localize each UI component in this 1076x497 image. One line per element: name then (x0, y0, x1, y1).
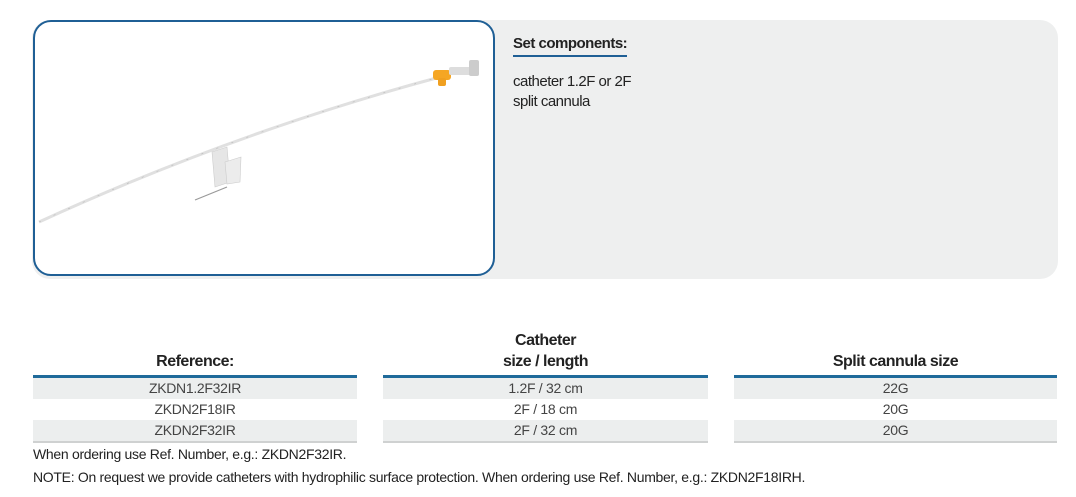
ordering-notes: When ordering use Ref. Number, e.g.: ZKD… (33, 443, 805, 489)
cannula-column: Split cannula size 22G 20G 20G (734, 325, 1057, 443)
reference-column: Reference: ZKDN1.2F32IR ZKDN2F18IR ZKDN2… (33, 325, 357, 443)
table-cell: 20G (882, 401, 909, 417)
table-cell: ZKDN2F18IR (154, 401, 236, 417)
reference-header: Reference: (33, 325, 357, 378)
table-cell: 2F / 18 cm (513, 401, 578, 417)
note-line: When ordering use Ref. Number, e.g.: ZKD… (33, 446, 347, 462)
component-item: catheter 1.2F or 2F (513, 73, 632, 90)
table-cell: 2F / 32 cm (383, 420, 708, 441)
catheter-illustration (38, 60, 479, 224)
table-cell: 20G (734, 420, 1057, 441)
component-item: split cannula (513, 93, 590, 110)
cannula-header: Split cannula size (734, 325, 1057, 378)
table-cell: ZKDN1.2F32IR (33, 378, 357, 399)
set-components-list: catheter 1.2F or 2F split cannula (513, 72, 632, 112)
note-line: NOTE: On request we provide catheters wi… (33, 469, 806, 485)
table-cell: 22G (734, 378, 1057, 399)
table-cell: 1.2F / 32 cm (383, 378, 708, 399)
table-cell: ZKDN2F32IR (33, 420, 357, 441)
product-image (33, 20, 495, 276)
set-components-title: Set components: (513, 35, 628, 57)
